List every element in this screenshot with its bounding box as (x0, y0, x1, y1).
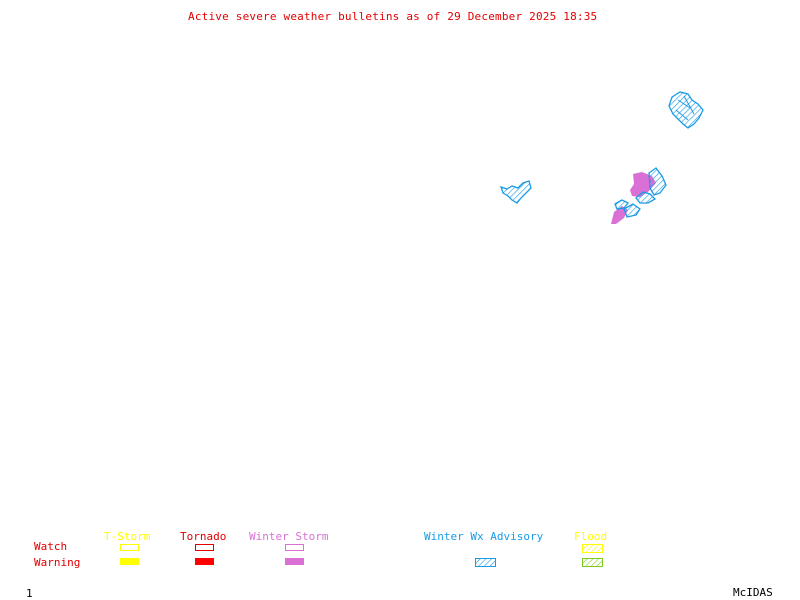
legend-row-watch: Watch (34, 540, 68, 553)
legend-header-winter-storm: Winter Storm (249, 530, 329, 543)
advisory-area-east[interactable] (614, 167, 667, 218)
advisory-area-northeast[interactable] (668, 91, 704, 129)
winter-storm-warning-swatch (285, 558, 304, 565)
tornado-warning-swatch (195, 558, 214, 565)
legend-header-winter-wx-advisory: Winter Wx Advisory (424, 530, 544, 543)
winter-wx-advisory-swatch (475, 558, 496, 567)
legend-header-flood: Flood (574, 530, 608, 543)
winter-storm-watch-swatch (285, 544, 304, 551)
flood-warning-swatch (582, 558, 603, 567)
tstorm-warning-swatch (120, 558, 139, 565)
advisory-area-central[interactable] (499, 180, 532, 204)
tstorm-watch-swatch (120, 544, 139, 551)
flood-watch-swatch (582, 544, 603, 553)
frame-number: 1 (26, 587, 33, 600)
legend-header-tornado: Tornado (180, 530, 227, 543)
mcidas-label: McIDAS (733, 586, 773, 599)
legend-row-warning: Warning (34, 556, 81, 569)
bulletin-title: Active severe weather bulletins as of 29… (188, 10, 598, 23)
legend-header-tstorm: T-Storm (104, 530, 151, 543)
tornado-watch-swatch (195, 544, 214, 551)
